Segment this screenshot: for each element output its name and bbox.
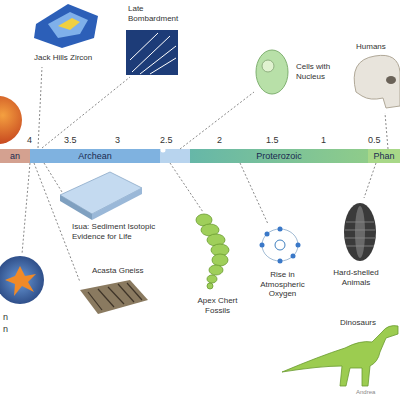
electron (278, 259, 283, 264)
leader-line (180, 92, 254, 149)
eon-band: Archean (30, 149, 160, 163)
gneiss-rock (80, 280, 148, 314)
tick-number: 3.5 (64, 135, 77, 146)
leader-line (240, 163, 268, 224)
electron (291, 254, 296, 259)
fossil-segment (207, 283, 213, 289)
gneiss-band (88, 292, 102, 310)
oxygen-orbit (262, 229, 298, 261)
zircon-facet (48, 12, 88, 38)
gneiss-band (108, 287, 124, 304)
trilobite-segments (345, 222, 375, 246)
tick-number: 1 (321, 135, 326, 146)
tick-number: 4 (27, 135, 32, 146)
eon-band: Phan (368, 149, 400, 163)
skull (354, 55, 400, 108)
trilobite (344, 203, 376, 261)
eon-name: an (10, 151, 20, 161)
dinosaur (282, 326, 398, 386)
event-label: Rise in Atmospheric Oxygen (255, 270, 310, 299)
trilobite-segment (346, 222, 374, 223)
fossil-segment (209, 265, 223, 275)
bombardment-image (126, 30, 178, 75)
electron (265, 232, 270, 237)
event-label: Acasta Gneiss (92, 266, 144, 276)
tick-number: 2.5 (160, 135, 173, 146)
oxygen-nucleus (275, 240, 285, 250)
cut-label: n (3, 312, 8, 323)
eon-band: Proterozoic (190, 149, 368, 163)
event-label: Jack Hills Zircon (34, 53, 92, 63)
watermark: Andrea (356, 389, 375, 396)
cell (256, 50, 288, 94)
isua-slab-side (92, 188, 142, 220)
tick-number: 2 (217, 135, 222, 146)
gneiss-band (118, 284, 134, 302)
meteor-streaks (130, 33, 176, 74)
event-label: Apex Chert Fossils (190, 296, 245, 315)
leader-line (38, 67, 42, 148)
event-label: Cells with Nucleus (296, 62, 350, 81)
zircon-inclusion (58, 18, 80, 30)
tick-number: 3 (115, 135, 120, 146)
eon-name: Proterozoic (256, 151, 302, 161)
tick-number: 1.5 (266, 135, 279, 146)
cell-nucleus (262, 60, 274, 72)
leader-line (170, 163, 203, 212)
cut-label: n (3, 324, 8, 335)
earth-sphere (0, 96, 22, 144)
electron (260, 243, 265, 248)
isua-slab-side (60, 195, 92, 220)
fossil-segment (207, 275, 217, 283)
gneiss-bands (88, 283, 142, 310)
meteor-streak (140, 46, 176, 74)
electron (278, 227, 283, 232)
gneiss-band (127, 283, 142, 300)
trilobite-segment (346, 246, 374, 247)
chert-fossil (196, 214, 229, 289)
leader-line (385, 113, 388, 149)
leader-line (364, 163, 376, 198)
meteor-streak (130, 33, 158, 60)
trilobite-segment (345, 238, 375, 239)
skull-eye (386, 76, 396, 84)
tick-number: 0.5 (368, 135, 381, 146)
trilobite-segment (345, 230, 375, 231)
leader-line (22, 163, 30, 254)
event-label: Late Bombardment (128, 4, 188, 23)
trilobite-axis (355, 206, 365, 258)
zircon-crystal (34, 4, 98, 48)
tick-dot (161, 148, 166, 153)
event-label: Hard-shelled Animals (325, 268, 387, 287)
event-label: Dinosaurs (340, 318, 376, 328)
electron (296, 243, 301, 248)
meteor-streak (150, 58, 176, 74)
leader-lines (22, 67, 388, 282)
eon-band: an (0, 149, 30, 163)
impact-sphere (0, 256, 44, 304)
impact-burst (5, 266, 36, 296)
oxygen-electrons (260, 227, 301, 264)
fossil-segment (212, 254, 228, 266)
event-label: Isua: Sediment Isotopic Evidence for Lif… (72, 222, 184, 241)
leader-line (44, 163, 62, 192)
eon-name: Phan (373, 151, 394, 161)
event-label: Humans (356, 42, 386, 52)
eon-name: Archean (78, 151, 112, 161)
leader-line (42, 77, 130, 148)
meteor-streak (132, 36, 170, 72)
